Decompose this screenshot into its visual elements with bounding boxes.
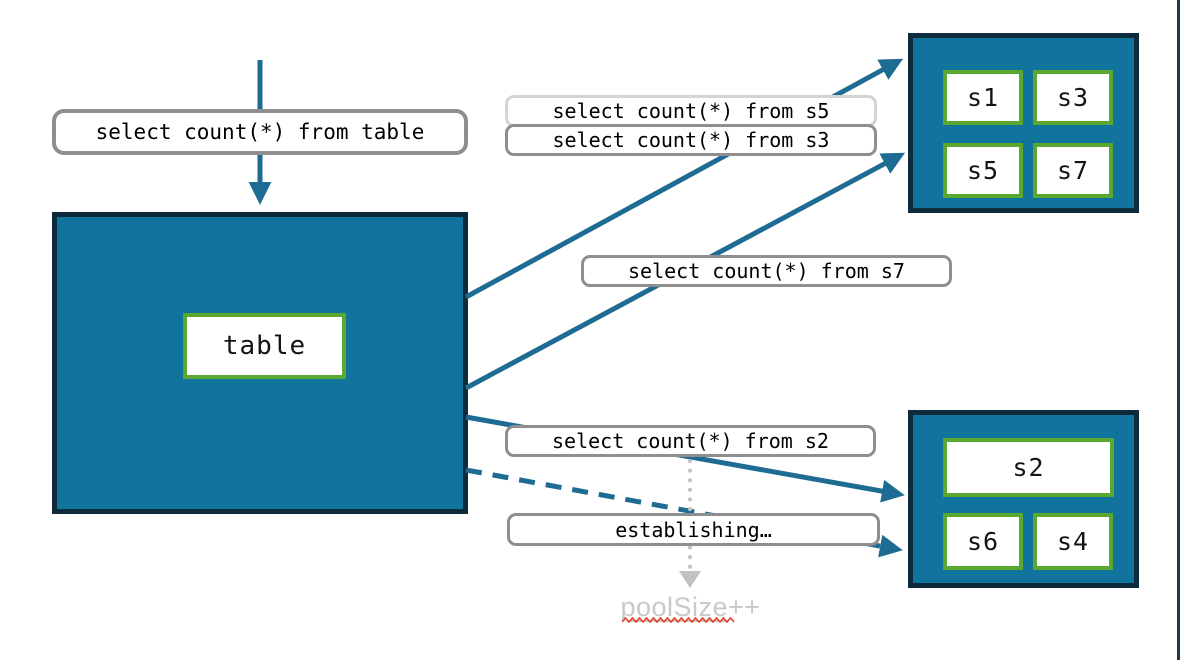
shard-s1: s1 [943, 70, 1023, 125]
poolsize-arrowhead-icon [679, 571, 701, 588]
shard-group-top: s1 s3 s5 s7 [908, 33, 1139, 213]
shard-s7: s7 [1033, 143, 1113, 198]
shard-s5-label: s5 [966, 156, 1000, 185]
shard-s2-label: s2 [1012, 453, 1045, 482]
query-label-table: select count(*) from table [52, 109, 468, 155]
query-label-s7-text: select count(*) from s7 [628, 259, 905, 283]
query-label-s7: select count(*) from s7 [581, 255, 952, 287]
slide-right-edge [1177, 0, 1180, 660]
shard-group-bottom: s2 s6 s4 [908, 410, 1139, 588]
spellcheck-squiggle-icon [622, 616, 735, 624]
query-label-s2: select count(*) from s2 [505, 425, 876, 457]
shard-s3: s3 [1033, 70, 1113, 125]
shard-s4-label: s4 [1056, 527, 1090, 556]
shard-s1-label: s1 [966, 83, 1000, 112]
query-label-table-text: select count(*) from table [95, 120, 425, 144]
shard-s5: s5 [943, 143, 1023, 198]
shard-s6-label: s6 [966, 527, 1000, 556]
shard-s3-label: s3 [1056, 83, 1090, 112]
shard-s2: s2 [943, 438, 1114, 497]
query-label-s5: select count(*) from s5 [505, 95, 877, 127]
shard-s7-label: s7 [1056, 156, 1090, 185]
query-label-establishing-text: establishing… [615, 517, 772, 542]
table-label-box: table [183, 313, 346, 379]
query-label-s2-text: select count(*) from s2 [552, 429, 829, 453]
query-label-establishing: establishing… [507, 513, 880, 546]
pool-size-suffix: ++ [728, 592, 761, 622]
table-label: table [222, 331, 307, 361]
shard-s4: s4 [1033, 513, 1113, 570]
query-label-s3-text: select count(*) from s3 [552, 128, 830, 152]
query-label-s3: select count(*) from s3 [505, 124, 877, 156]
table-node: table [52, 212, 468, 514]
query-label-s5-text: select count(*) from s5 [552, 99, 830, 123]
shard-s6: s6 [943, 513, 1023, 570]
